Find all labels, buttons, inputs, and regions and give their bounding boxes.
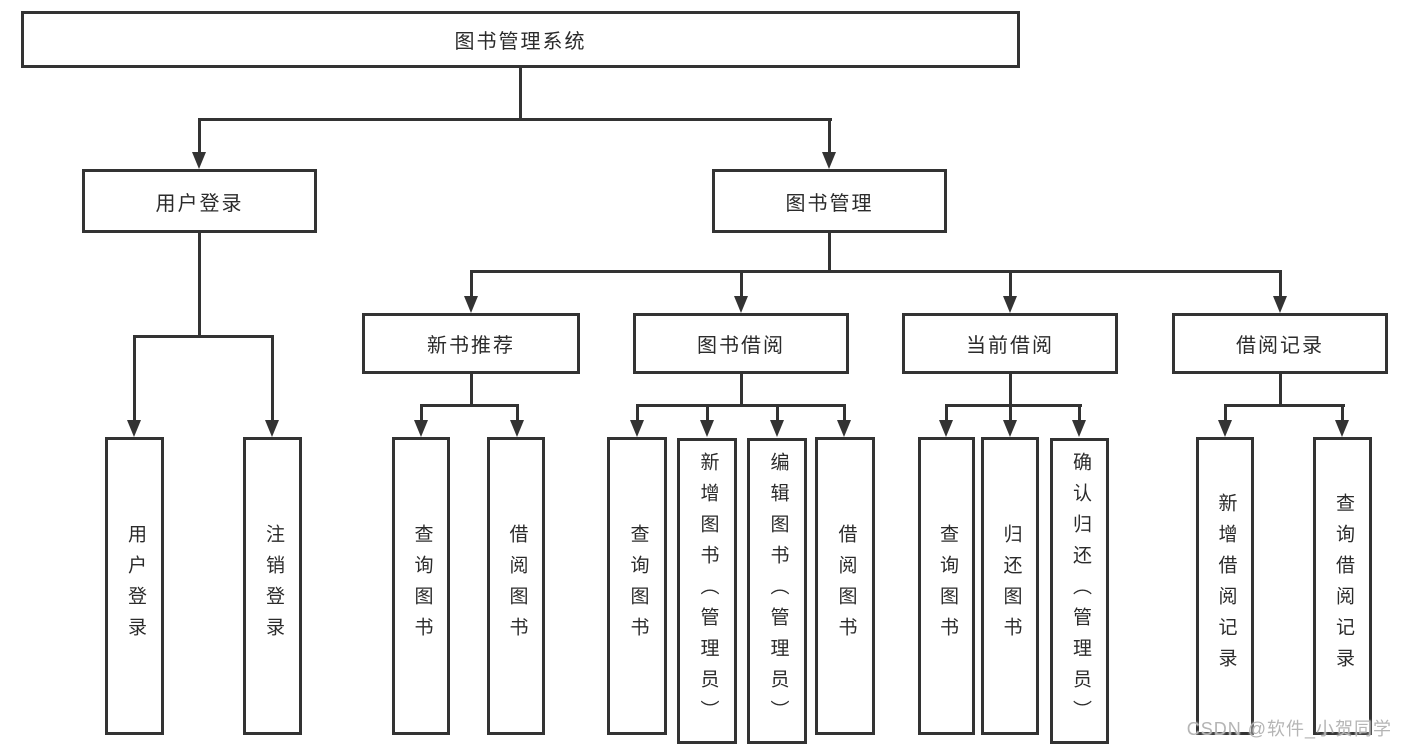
leaf-label: 查询图书 [936, 524, 958, 648]
connector-drop-leaf [1078, 404, 1081, 426]
node-label: 新书推荐 [427, 335, 515, 357]
connector-drop-leaf [1224, 404, 1227, 426]
connector-userlogin-stem [198, 233, 201, 336]
leaf-label: 借阅图书 [835, 524, 857, 648]
leaf-borrowing-query-books: 查询图书 [607, 437, 667, 735]
node-new-book-recommendation: 新书推荐 [362, 313, 580, 374]
leaf-label: 查询图书 [411, 524, 433, 648]
connector-drop-user-login [198, 118, 201, 156]
arrow-down-icon [630, 420, 644, 437]
connector-current-split [945, 404, 1082, 407]
connector-drop-book-management [828, 118, 831, 156]
arrow-down-icon [770, 420, 784, 437]
arrow-down-icon [1072, 420, 1086, 437]
node-book-borrowing: 图书借阅 [633, 313, 849, 374]
node-label: 当前借阅 [966, 335, 1054, 357]
connector-drop-leaf [706, 404, 709, 426]
arrow-down-icon [939, 420, 953, 437]
connector-borrowing-stem [740, 374, 743, 406]
leaf-label: 查询图书 [627, 524, 649, 648]
arrow-down-icon [414, 420, 428, 437]
arrow-down-icon [1003, 420, 1017, 437]
node-label: 图书管理系统 [454, 31, 587, 53]
arrow-down-icon [700, 420, 714, 437]
node-label: 用户登录 [155, 192, 244, 215]
leaf-label: 归还图书 [1000, 524, 1022, 648]
connector-drop-leaf [1341, 404, 1344, 426]
leaf-current-query-books: 查询图书 [918, 437, 975, 735]
leaf-label: 新增借阅记录 [1215, 493, 1237, 679]
leaf-borrowing-borrow-books: 借阅图书 [815, 437, 875, 735]
connector-userlogin-split [133, 335, 274, 338]
node-borrowing-records: 借阅记录 [1172, 313, 1388, 374]
arrow-down-icon [734, 296, 748, 313]
arrow-down-icon [1218, 420, 1232, 437]
leaf-label: 借阅图书 [506, 524, 528, 648]
arrow-down-icon [510, 420, 524, 437]
connector-current-stem [1009, 374, 1012, 406]
leaf-newbook-borrow-books: 借阅图书 [487, 437, 545, 735]
arrow-down-icon [265, 420, 279, 437]
arrow-down-icon [1003, 296, 1017, 313]
leaf-borrowing-edit-book-admin: 编辑图书（管理员） [747, 438, 807, 744]
node-user-login: 用户登录 [82, 169, 317, 233]
connector-root-split [198, 118, 832, 121]
arrow-down-icon [127, 420, 141, 437]
leaf-label: 查询借阅记录 [1332, 493, 1354, 679]
arrow-down-icon [837, 420, 851, 437]
connector-drop-leaf [636, 404, 639, 426]
connector-newbook-split [420, 404, 519, 407]
arrow-down-icon [1335, 420, 1349, 437]
node-current-borrowing: 当前借阅 [902, 313, 1118, 374]
connector-drop-l3 [1279, 270, 1282, 302]
connector-drop-leaf [1009, 404, 1012, 426]
connector-drop-leaf [516, 404, 519, 426]
connector-bookmgmt-split [470, 270, 1282, 273]
connector-records-stem [1279, 374, 1282, 406]
leaf-label: 编辑图书（管理员） [767, 451, 789, 731]
arrow-down-icon [1273, 296, 1287, 313]
connector-drop-l3 [470, 270, 473, 302]
leaf-newbook-query-books: 查询图书 [392, 437, 450, 735]
leaf-label: 确认归还（管理员） [1069, 451, 1091, 731]
node-library-management-system: 图书管理系统 [21, 11, 1020, 68]
node-book-management: 图书管理 [712, 169, 947, 233]
connector-drop-leaf [945, 404, 948, 426]
leaf-user-login: 用户登录 [105, 437, 164, 735]
leaf-label: 新增图书（管理员） [697, 451, 719, 731]
leaf-logout: 注销登录 [243, 437, 302, 735]
node-label: 借阅记录 [1236, 335, 1324, 357]
connector-drop-leaf [843, 404, 846, 426]
arrow-down-icon [192, 152, 206, 169]
leaf-borrowing-add-book-admin: 新增图书（管理员） [677, 438, 737, 744]
leaf-label: 注销登录 [262, 524, 284, 648]
leaf-records-query-record: 查询借阅记录 [1313, 437, 1372, 735]
connector-newbook-stem [470, 374, 473, 406]
node-label: 图书借阅 [697, 335, 785, 357]
connector-drop-leaf [133, 335, 136, 425]
connector-drop-leaf [776, 404, 779, 426]
connector-drop-l3 [740, 270, 743, 302]
leaf-label: 用户登录 [124, 524, 146, 648]
connector-root-stem [519, 67, 522, 119]
connector-borrowing-split [636, 404, 846, 407]
connector-drop-leaf [420, 404, 423, 426]
connector-records-split [1224, 404, 1345, 407]
node-label: 图书管理 [785, 192, 874, 215]
connector-drop-leaf [271, 335, 274, 425]
connector-drop-l3 [1009, 270, 1012, 302]
leaf-current-confirm-return-admin: 确认归还（管理员） [1050, 438, 1109, 744]
csdn-watermark: CSDN @软件_小贺同学 [1186, 719, 1392, 739]
leaf-records-add-record: 新增借阅记录 [1196, 437, 1254, 735]
arrow-down-icon [822, 152, 836, 169]
arrow-down-icon [464, 296, 478, 313]
connector-bookmgmt-stem [828, 233, 831, 273]
leaf-current-return-books: 归还图书 [981, 437, 1039, 735]
